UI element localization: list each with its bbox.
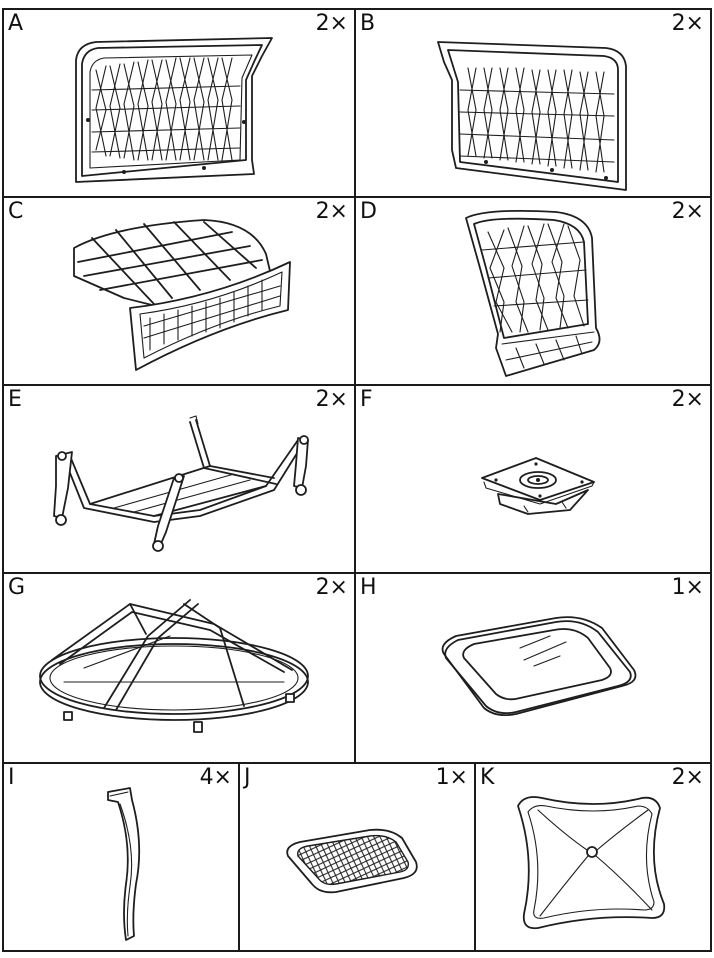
- part-cell-b: B 2×: [354, 8, 712, 198]
- part-letter: J: [244, 765, 251, 790]
- part-letter: G: [8, 575, 26, 600]
- part-cell-f: F 2×: [354, 384, 712, 574]
- part-quantity: 1×: [435, 765, 468, 790]
- part-letter: H: [360, 575, 377, 600]
- part-quantity: 2×: [315, 575, 348, 600]
- part-letter: C: [8, 199, 24, 224]
- part-cell-d: D 2×: [354, 196, 712, 386]
- part-letter: F: [360, 387, 373, 412]
- part-quantity: 2×: [671, 765, 704, 790]
- base-frame-with-arms-icon: [53, 415, 309, 552]
- part-letter: D: [360, 199, 377, 224]
- part-letter: E: [8, 387, 22, 412]
- round-base-ring-icon: [39, 599, 309, 733]
- part-cell-e: E 2×: [2, 384, 356, 574]
- part-cell-j: J 1×: [238, 762, 476, 952]
- part-cell-g: G 2×: [2, 572, 356, 764]
- part-cell-i: I 4×: [2, 762, 240, 952]
- curved-leg-icon: [107, 787, 141, 941]
- part-cell-a: A 2×: [2, 8, 356, 198]
- part-letter: A: [8, 11, 24, 36]
- woven-back-panel-left-icon: [75, 37, 273, 183]
- woven-back-panel-right-icon: [437, 41, 627, 191]
- part-quantity: 2×: [315, 11, 348, 36]
- part-quantity: 2×: [671, 11, 704, 36]
- part-cell-c: C 2×: [2, 196, 356, 386]
- part-quantity: 4×: [199, 765, 232, 790]
- part-quantity: 2×: [671, 387, 704, 412]
- part-letter: K: [480, 765, 495, 790]
- swivel-plate-icon: [481, 457, 595, 515]
- seat-frame-with-straps-icon: [73, 219, 291, 371]
- glass-table-top-icon: [441, 616, 637, 717]
- part-quantity: 1×: [671, 575, 704, 600]
- part-letter: I: [8, 765, 15, 790]
- seat-cushion-icon: [517, 796, 666, 930]
- part-letter: B: [360, 11, 376, 36]
- mesh-panel-icon: [286, 828, 418, 894]
- part-quantity: 2×: [315, 199, 348, 224]
- part-cell-h: H 1×: [354, 572, 712, 764]
- part-cell-k: K 2×: [474, 762, 712, 952]
- part-quantity: 2×: [671, 199, 704, 224]
- part-quantity: 2×: [315, 387, 348, 412]
- woven-backrest-icon: [465, 209, 601, 377]
